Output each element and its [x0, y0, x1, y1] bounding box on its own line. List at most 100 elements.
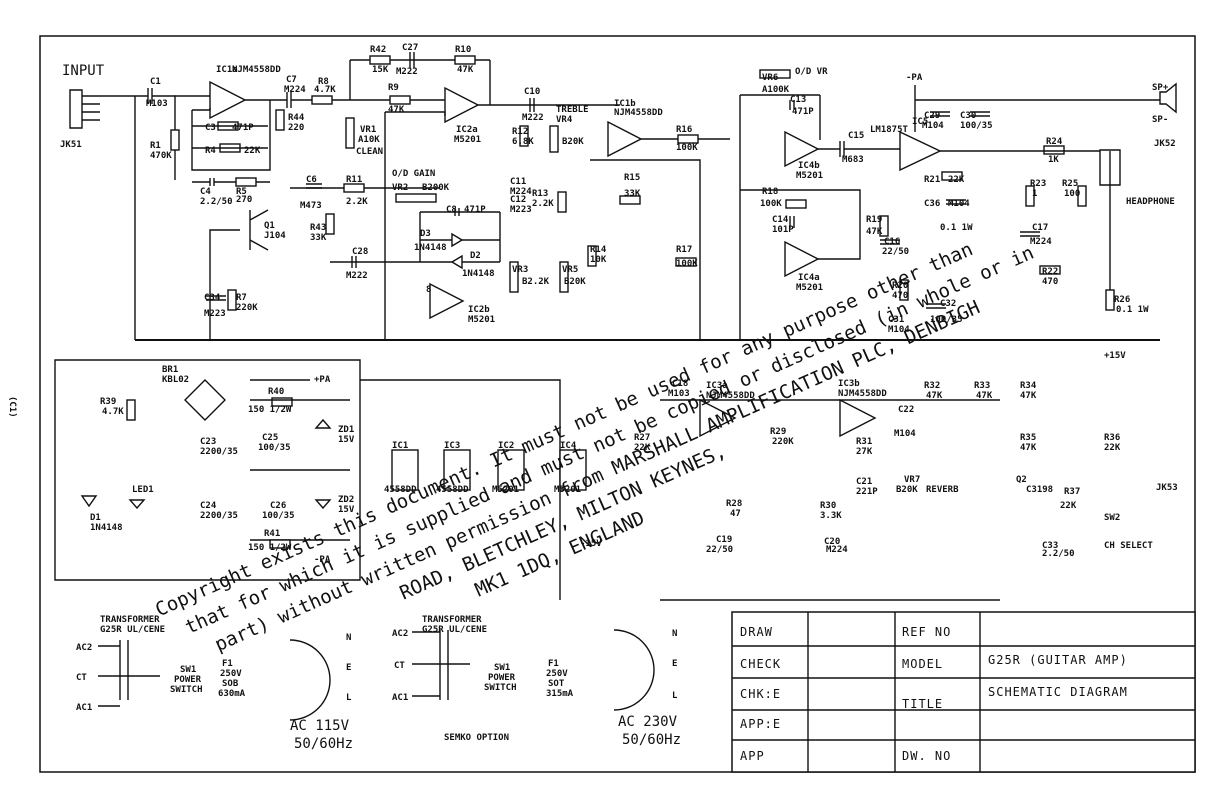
svg-text:47K: 47K	[388, 105, 405, 115]
svg-text:471P: 471P	[464, 205, 486, 215]
mains-plug-icon	[289, 639, 331, 721]
mains-left: TRANSFORMER G25R UL/CENE AC2 CT AC1 SW1 …	[76, 615, 353, 752]
svg-text:150 1/2W: 150 1/2W	[248, 405, 292, 415]
svg-text:C34: C34	[204, 293, 221, 303]
svg-text:O/D GAIN: O/D GAIN	[392, 169, 435, 179]
svg-text:2.2K: 2.2K	[532, 199, 554, 209]
svg-text:BR1: BR1	[162, 365, 178, 375]
svg-text:VR4: VR4	[556, 115, 573, 125]
svg-text:100K: 100K	[760, 199, 782, 209]
reverb-section: C18 M103 IC3a NJM4558DD R27 22K R29 220K…	[634, 379, 1178, 601]
svg-text:250V: 250V	[546, 669, 568, 679]
op-amp-ic2b	[429, 282, 465, 320]
svg-text:O/D VR: O/D VR	[795, 67, 828, 77]
op-amp-ic4a	[784, 240, 820, 278]
svg-text:AC2: AC2	[76, 643, 92, 653]
svg-text:R41: R41	[264, 529, 280, 539]
svg-text:AC1: AC1	[76, 703, 92, 713]
svg-text:AC 115V: AC 115V	[290, 718, 350, 734]
svg-text:R13: R13	[532, 189, 548, 199]
svg-text:220K: 220K	[236, 303, 258, 313]
svg-text:M224: M224	[826, 545, 848, 555]
svg-text:B20K: B20K	[564, 277, 586, 287]
svg-text:TREBLE: TREBLE	[556, 105, 589, 115]
svg-text:R42: R42	[370, 45, 386, 55]
svg-text:C23: C23	[200, 437, 216, 447]
svg-text:C19: C19	[716, 535, 732, 545]
svg-text:L: L	[672, 691, 678, 701]
svg-text:SW1: SW1	[180, 665, 196, 675]
svg-text:APP:E: APP:E	[740, 717, 781, 731]
svg-text:4558DD: 4558DD	[436, 485, 469, 495]
svg-text:4.7K: 4.7K	[314, 85, 336, 95]
svg-text:REF NO: REF NO	[902, 625, 951, 639]
svg-text:M103: M103	[668, 389, 690, 399]
svg-text:C29: C29	[924, 111, 940, 121]
jack-jk52: JK52	[1154, 139, 1176, 149]
svg-text:M5201: M5201	[554, 485, 581, 495]
svg-text:M473: M473	[300, 201, 322, 211]
svg-text:1: 1	[1032, 189, 1037, 199]
svg-text:630mA: 630mA	[218, 689, 246, 699]
svg-text:315mA: 315mA	[546, 689, 574, 699]
svg-text:IC4b: IC4b	[798, 161, 820, 171]
svg-text:R27: R27	[634, 433, 650, 443]
svg-text:SOT: SOT	[548, 679, 565, 689]
svg-text:1K: 1K	[1048, 155, 1059, 165]
svg-text:22K: 22K	[1104, 443, 1121, 453]
svg-text:100K: 100K	[676, 143, 698, 153]
svg-text:100/35: 100/35	[960, 121, 993, 131]
svg-text:M5201: M5201	[454, 135, 481, 145]
svg-text:R9: R9	[388, 83, 399, 93]
op-amp-ic1a	[209, 80, 247, 120]
svg-text:G25R UL/CENE: G25R UL/CENE	[422, 625, 487, 635]
svg-text:-PA: -PA	[906, 73, 923, 83]
svg-text:47: 47	[730, 509, 741, 519]
svg-text:C21: C21	[856, 477, 872, 487]
svg-text:C11: C11	[510, 177, 526, 187]
svg-text:NJM4558DD: NJM4558DD	[232, 65, 281, 75]
svg-text:47K: 47K	[926, 391, 943, 401]
svg-text:KBL02: KBL02	[162, 375, 189, 385]
svg-text:C25: C25	[262, 433, 278, 443]
svg-text:IC1: IC1	[392, 441, 408, 451]
drawing-border	[39, 35, 1196, 773]
svg-text:R18: R18	[762, 187, 778, 197]
svg-text:33K: 33K	[624, 189, 641, 199]
svg-text:M224: M224	[1030, 237, 1052, 247]
svg-text:M103: M103	[146, 99, 168, 109]
svg-text:LM1875T: LM1875T	[870, 125, 909, 135]
svg-text:M5201: M5201	[468, 315, 495, 325]
svg-text:CHECK: CHECK	[740, 657, 781, 671]
svg-text:APP: APP	[740, 749, 765, 763]
svg-text:R14: R14	[590, 245, 607, 255]
svg-text:27K: 27K	[856, 447, 873, 457]
svg-text:B20K: B20K	[896, 485, 918, 495]
svg-text:M5201: M5201	[796, 283, 823, 293]
svg-text:+15V: +15V	[1104, 351, 1126, 361]
op-amp-ic1b	[607, 120, 643, 158]
svg-text:4.7K: 4.7K	[102, 407, 124, 417]
ic-supply-section: IC1 4558DD IC3 4558DD IC2 M5201 IC4 M520…	[360, 351, 1126, 600]
svg-text:CLEAN: CLEAN	[356, 147, 383, 157]
svg-text:C8: C8	[446, 205, 457, 215]
svg-text:M5201: M5201	[796, 171, 823, 181]
svg-text:22/50: 22/50	[882, 247, 909, 257]
svg-text:22K: 22K	[244, 146, 261, 156]
svg-text:CT: CT	[394, 661, 405, 671]
svg-text:M104: M104	[894, 429, 916, 439]
svg-text:C31: C31	[888, 315, 904, 325]
svg-text:R21: R21	[924, 175, 940, 185]
op-amp-ic3b	[839, 398, 877, 438]
svg-text:A100K: A100K	[762, 85, 790, 95]
svg-text:SCHEMATIC DIAGRAM: SCHEMATIC DIAGRAM	[988, 685, 1128, 699]
svg-text:C17: C17	[1032, 223, 1048, 233]
svg-text:IC1a: IC1a	[216, 65, 238, 75]
svg-text:VR1: VR1	[360, 125, 376, 135]
svg-text:M223: M223	[204, 309, 226, 319]
svg-text:R23: R23	[1030, 179, 1046, 189]
svg-text:R35: R35	[1020, 433, 1036, 443]
power-supply-section: BR1 KBL02 R39 4.7K R40 150 1/2W +PA C23 …	[54, 359, 361, 581]
svg-text:R33: R33	[974, 381, 990, 391]
svg-text:M5201: M5201	[492, 485, 519, 495]
